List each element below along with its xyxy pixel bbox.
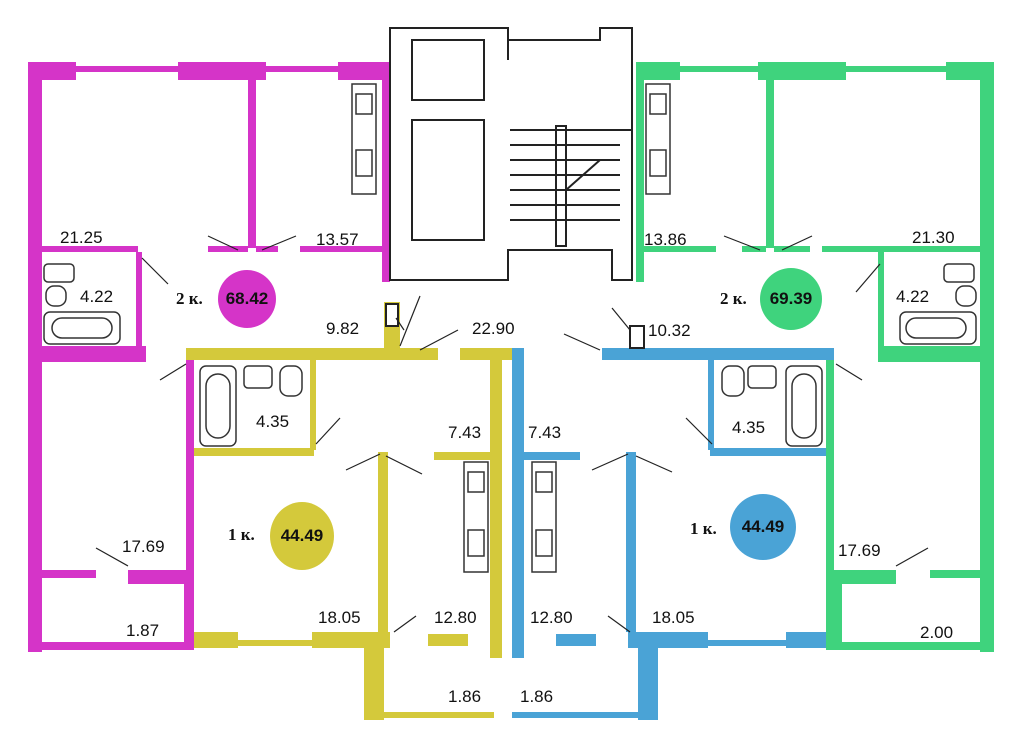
apartment-left-1k-walls [186,302,512,720]
stair-core [389,27,633,281]
apartment-right-1k-total: 44.49 [741,517,785,536]
room-area-l1-balcony: 1.86 [448,687,482,706]
door-lines [95,235,929,633]
room-area-r2-bedroom: 17.69 [838,541,881,560]
room-area-l2-hall: 9.82 [326,319,360,338]
room-area-r2-balcony: 2.00 [920,623,954,642]
room-area-l1-room: 18.05 [318,608,361,627]
badge-right-1k: 44.49 [730,494,796,560]
room-area-l1-kitchen: 12.80 [434,608,477,627]
apartment-right-2k-total: 69.39 [769,289,813,308]
room-area-corridor: 22.90 [472,319,515,338]
room-area-r2-living: 21.30 [912,228,955,247]
room-area-r2-kitchen: 13.86 [644,230,687,249]
apartment-left-1k-rooms: 1 к. [228,525,255,544]
room-area-l1-hall: 7.43 [448,423,482,442]
room-area-r2-bath: 4.22 [896,287,930,306]
apartment-left-1k-total: 44.49 [280,526,324,545]
apartment-right-2k-rooms: 2 к. [720,289,747,308]
apartment-right-2k-walls [636,62,994,652]
room-area-l2-balcony: 1.87 [126,621,160,640]
room-area-r1-room: 18.05 [652,608,695,627]
room-area-l1-bath: 4.35 [256,412,290,431]
room-area-r1-balcony: 1.86 [520,687,554,706]
room-area-r1-kitchen: 12.80 [530,608,573,627]
apartment-left-2k-walls [28,62,390,652]
room-area-l2-kitchen: 13.57 [316,230,359,249]
fixtures [43,83,977,573]
badge-right-2k: 69.39 [760,268,822,330]
room-area-r1-bath: 4.35 [732,418,766,437]
badge-left-2k: 68.42 [218,270,276,328]
room-area-r1-hall: 7.43 [528,423,562,442]
badge-left-1k: 44.49 [270,502,334,570]
room-area-l2-living: 21.25 [60,228,103,247]
hall-stubs [385,303,645,349]
room-area-l2-bedroom: 17.69 [122,537,165,556]
room-area-l2-bath: 4.22 [80,287,114,306]
apartment-right-1k-rooms: 1 к. [690,519,717,538]
apartment-right-1k-walls [512,348,834,720]
apartment-left-2k-rooms: 2 к. [176,289,203,308]
room-area-r2-hall: 10.32 [648,321,691,340]
apartment-left-2k-total: 68.42 [225,289,269,308]
